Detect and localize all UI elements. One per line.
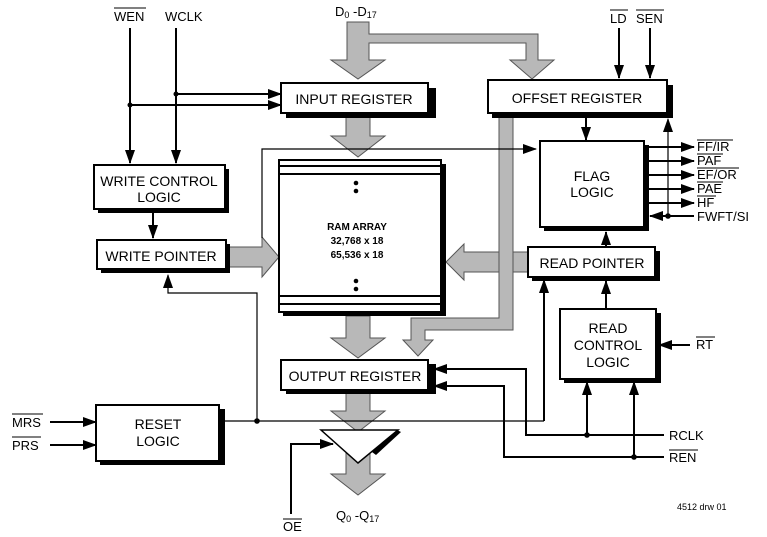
- ren-label: REN: [669, 449, 698, 465]
- svg-text:LD: LD: [610, 11, 627, 26]
- sen-label: SEN: [636, 9, 664, 26]
- reset-logic-block: RESET LOGIC: [95, 404, 225, 465]
- ram-to-output-bus: [329, 315, 387, 359]
- input-register-block: INPUT REGISTER: [280, 82, 436, 118]
- junction-dot: [631, 454, 637, 460]
- hf-label: HF: [697, 195, 716, 210]
- mrs-label: MRS: [12, 413, 43, 430]
- input-to-ram-bus: [329, 113, 387, 158]
- offset-register-block: OFFSET REGISTER: [487, 79, 673, 118]
- read-control-logic-label-2: CONTROL: [574, 337, 643, 353]
- svg-text:HF: HF: [697, 195, 714, 210]
- svg-text:WEN: WEN: [114, 9, 144, 24]
- output-register-label: OUTPUT REGISTER: [289, 368, 422, 384]
- ram-array-size-2: 65,536 x 18: [331, 250, 384, 261]
- read-control-logic-block: READ CONTROL LOGIC: [559, 308, 661, 383]
- ld-label: LD: [610, 9, 628, 26]
- prs-label: PRS: [12, 436, 41, 453]
- read-control-logic-label-1: READ: [589, 320, 628, 336]
- data-in-label: D0 -D17: [335, 4, 377, 20]
- svg-text:SEN: SEN: [636, 11, 663, 26]
- ellipsis-dot: [353, 188, 359, 194]
- junction-dot: [665, 213, 671, 219]
- write-control-logic-block: WRITE CONTROL LOGIC: [93, 164, 229, 213]
- write-pointer-block: WRITE POINTER: [96, 239, 230, 273]
- ellipsis-dot: [353, 278, 359, 284]
- svg-text:FF/IR: FF/IR: [697, 139, 730, 154]
- oe-label: OE: [283, 518, 302, 534]
- ram-array-title: RAM ARRAY: [327, 222, 387, 233]
- svg-text:PAE: PAE: [697, 181, 722, 196]
- paf-label: PAF: [697, 153, 723, 168]
- wclk-label: WCLK: [165, 9, 203, 24]
- ef-or-label: EF/OR: [697, 167, 739, 182]
- ren-to-output-register: [433, 381, 664, 458]
- write-pointer-to-flag-logic: [261, 144, 537, 238]
- write-control-logic-label-2: LOGIC: [137, 189, 181, 205]
- input-register-label: INPUT REGISTER: [295, 91, 412, 107]
- reset-logic-label-2: LOGIC: [136, 433, 180, 449]
- ellipsis-dot: [353, 180, 359, 186]
- read-pointer-label: READ POINTER: [539, 255, 644, 271]
- svg-text:OE: OE: [283, 519, 302, 534]
- reset-to-write-pointer: [163, 274, 258, 421]
- write-pointer-to-ram-bus: [226, 235, 280, 279]
- flag-logic-label-1: FLAG: [574, 168, 611, 184]
- offset-to-output-bus: [401, 114, 514, 357]
- flag-logic-block: FLAG LOGIC: [539, 140, 649, 231]
- fwft-si-label: FWFT/SI: [697, 209, 749, 224]
- rclk-to-output-register: [433, 364, 664, 436]
- offset-register-label: OFFSET REGISTER: [512, 90, 642, 106]
- read-pointer-to-ram-bus: [445, 242, 529, 282]
- data-in-bus: [329, 21, 556, 80]
- svg-text:PRS: PRS: [12, 438, 39, 453]
- svg-text:MRS: MRS: [12, 415, 41, 430]
- read-pointer-block: READ POINTER: [527, 246, 660, 281]
- rclk-label: RCLK: [669, 428, 704, 443]
- oe-line: [290, 439, 334, 514]
- data-out-bus-lower: [329, 451, 387, 496]
- write-control-logic-label-1: WRITE CONTROL: [100, 173, 218, 189]
- data-out-bus: [329, 390, 387, 433]
- svg-text:PAF: PAF: [697, 153, 721, 168]
- write-pointer-label: WRITE POINTER: [105, 248, 216, 264]
- output-buffer: [319, 429, 401, 464]
- data-out-label: Q0 -Q17: [336, 508, 379, 524]
- reset-logic-label-1: RESET: [135, 416, 182, 432]
- junction-dot: [173, 91, 179, 97]
- ram-array-size-1: 32,768 x 18: [331, 236, 384, 247]
- figure-id-label: 4512 drw 01: [677, 502, 727, 512]
- ff-ir-label: FF/IR: [697, 139, 733, 154]
- junction-dot: [584, 432, 590, 438]
- flag-logic-label-2: LOGIC: [570, 184, 614, 200]
- ram-array-block: RAM ARRAY 32,768 x 18 65,536 x 18: [278, 159, 446, 316]
- read-control-logic-label-3: LOGIC: [586, 354, 630, 370]
- output-register-block: OUTPUT REGISTER: [280, 359, 436, 394]
- svg-text:REN: REN: [669, 450, 696, 465]
- rt-label: RT: [696, 336, 715, 352]
- junction-dot: [127, 102, 133, 108]
- svg-text:EF/OR: EF/OR: [697, 167, 737, 182]
- pae-label: PAE: [697, 181, 723, 196]
- svg-text:RT: RT: [696, 337, 713, 352]
- junction-dot: [254, 418, 260, 424]
- wen-label: WEN: [114, 7, 146, 24]
- ellipsis-dot: [353, 286, 359, 292]
